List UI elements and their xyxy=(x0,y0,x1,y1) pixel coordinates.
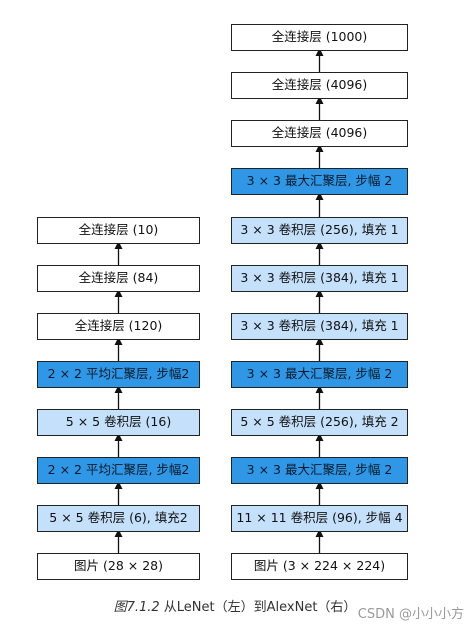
alexnet-layer-conv-384-b: 3 × 3 卷积层 (384), 填充 1 xyxy=(231,265,408,292)
alexnet-layer-conv-96: 11 × 11 卷积层 (96), 步幅 4 xyxy=(231,505,408,532)
lenet-layer-avgpool-1: 2 × 2 平均汇聚层, 步幅2 xyxy=(37,457,200,484)
figure-number: 图7.1.2 xyxy=(113,600,160,615)
alexnet-layer-maxpool-3: 3 × 3 最大汇聚层, 步幅 2 xyxy=(231,168,408,195)
alexnet-layer-fc-4096-a: 全连接层 (4096) xyxy=(231,120,408,147)
alexnet-layer-maxpool-2: 3 × 3 最大汇聚层, 步幅 2 xyxy=(231,361,408,388)
alexnet-layer-fc-4096-b: 全连接层 (4096) xyxy=(231,72,408,99)
lenet-layer-fc-120: 全连接层 (120) xyxy=(37,313,200,340)
figure-caption: 图7.1.2 从LeNet（左）到AlexNet（右） xyxy=(0,596,470,615)
alexnet-layer-fc-1000: 全连接层 (1000) xyxy=(231,24,408,51)
watermark: CSDN @小小小方 xyxy=(357,607,464,622)
figure-caption-text: 从LeNet（左）到AlexNet（右） xyxy=(163,600,357,615)
lenet-layer-fc-84: 全连接层 (84) xyxy=(37,265,200,292)
alexnet-layer-conv-256-5x5: 5 × 5 卷积层 (256), 填充 2 xyxy=(231,409,408,436)
lenet-layer-conv-6: 5 × 5 卷积层 (6), 填充2 xyxy=(37,505,200,532)
alexnet-layer-conv-384-a: 3 × 3 卷积层 (384), 填充 1 xyxy=(231,313,408,340)
lenet-layer-fc-10: 全连接层 (10) xyxy=(37,217,200,244)
alexnet-layer-conv-256-3x3: 3 × 3 卷积层 (256), 填充 1 xyxy=(231,217,408,244)
lenet-layer-avgpool-2: 2 × 2 平均汇聚层, 步幅2 xyxy=(37,361,200,388)
lenet-layer-conv-16: 5 × 5 卷积层 (16) xyxy=(37,409,200,436)
alexnet-layer-maxpool-1: 3 × 3 最大汇聚层, 步幅 2 xyxy=(231,457,408,484)
alexnet-layer-input-image: 图片 (3 × 224 × 224) xyxy=(231,553,408,580)
lenet-layer-input-image: 图片 (28 × 28) xyxy=(37,553,200,580)
